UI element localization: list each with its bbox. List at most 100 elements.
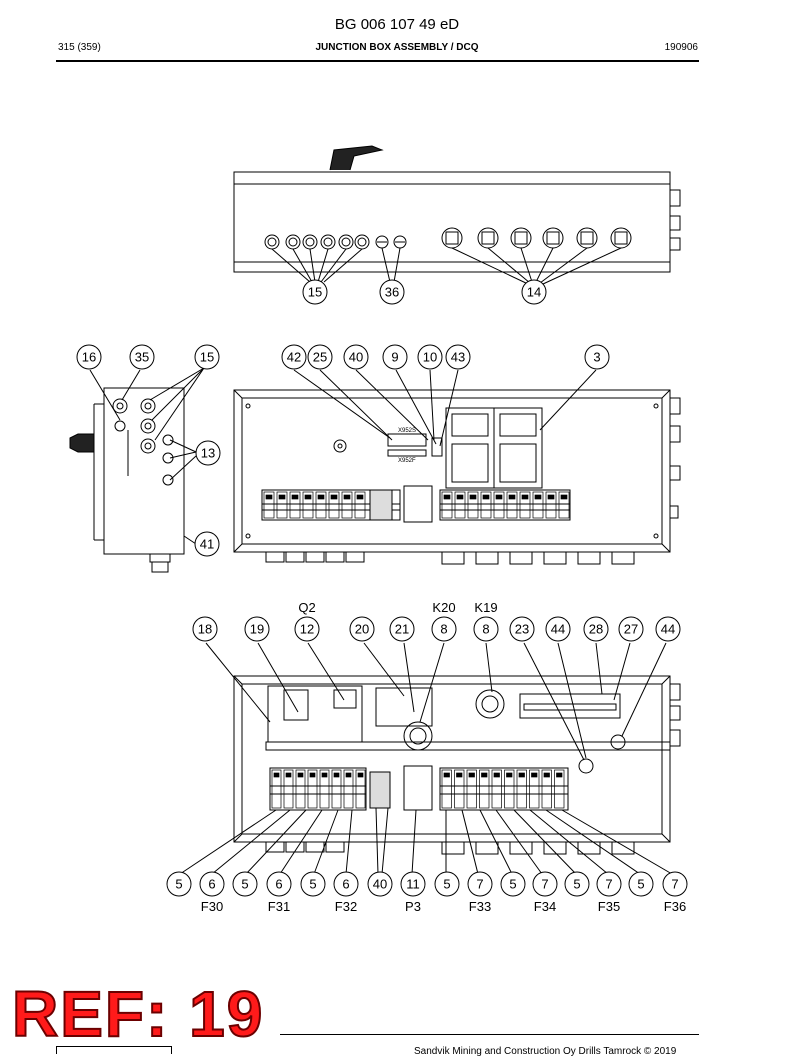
header-rule [56, 60, 699, 62]
callout-number: 6 [208, 877, 215, 892]
breaker-lever [309, 772, 316, 778]
breaker-lever [469, 494, 477, 500]
callout-number: 27 [624, 622, 638, 637]
front-view-upper [233, 369, 681, 565]
breaker-lever [330, 494, 338, 500]
breaker-lever [321, 772, 328, 778]
callout-number: 5 [443, 877, 450, 892]
breaker-slot [289, 491, 301, 519]
breaker-lever [265, 494, 273, 500]
breaker-lever [543, 772, 550, 778]
callout-bubble: 19 [244, 616, 270, 642]
callout-number: 40 [349, 350, 363, 365]
callout-number: 41 [200, 537, 214, 552]
callout-number: 21 [395, 622, 409, 637]
breaker-slot [491, 769, 502, 809]
callout-caption: Q2 [298, 600, 315, 615]
upper-fuse-row-right [439, 489, 571, 521]
callout-number: 5 [241, 877, 248, 892]
leader-lines-view1 [271, 247, 622, 285]
breaker-slot [454, 769, 465, 809]
callout-bubble: 11 [400, 871, 426, 897]
callout-number: 11 [406, 877, 420, 892]
breaker-slot [302, 491, 314, 519]
breaker-slot [506, 491, 518, 519]
breaker-slot [532, 491, 544, 519]
callout-number: 6 [342, 877, 349, 892]
callout-bubble: 28 [583, 616, 609, 642]
callout-number: 18 [198, 622, 212, 637]
callout-number: 7 [605, 877, 612, 892]
callout-bubble: 27 [618, 616, 644, 642]
callout-bubble: 7 [532, 871, 558, 897]
callout-number: 13 [201, 446, 215, 461]
callout-bubble: 6 [333, 871, 359, 897]
breaker-slot [454, 491, 466, 519]
callout-bubble: 9 [382, 344, 408, 370]
breaker-lever [560, 494, 568, 500]
breaker-slot [493, 491, 505, 519]
callout-bubble: 44 [655, 616, 681, 642]
callout-bubble: 14 [521, 279, 547, 305]
breaker-slot [441, 491, 453, 519]
callout-bubble: 16 [76, 344, 102, 370]
connector-x952s [387, 433, 427, 447]
breaker-lever [304, 494, 312, 500]
breaker-lever [285, 772, 292, 778]
breaker-slot [283, 769, 294, 809]
breaker-lever [521, 494, 529, 500]
breaker-slot [276, 491, 288, 519]
breaker-lever [357, 772, 364, 778]
callout-number: 8 [482, 622, 489, 637]
breaker-slot [343, 769, 354, 809]
callout-number: 7 [671, 877, 678, 892]
callout-bubble: 35 [129, 344, 155, 370]
breaker-lever [495, 494, 503, 500]
breaker-lever [356, 494, 364, 500]
breaker-lever [343, 494, 351, 500]
callout-caption: F33 [469, 899, 491, 914]
breaker-lever [333, 772, 340, 778]
wiring-duct [265, 741, 671, 751]
callout-bubble: 7 [662, 871, 688, 897]
breaker-slot [480, 491, 492, 519]
callout-number: 8 [440, 622, 447, 637]
callout-bubble: 13 [195, 440, 221, 466]
callout-caption: P3 [405, 899, 421, 914]
breaker-lever [518, 772, 525, 778]
page-number: 315 (359) [58, 42, 101, 53]
label-x952f: X952F [398, 458, 416, 464]
top-view [233, 145, 681, 285]
top-view-lid [233, 171, 671, 185]
breaker-lever [273, 772, 280, 778]
breaker-slot [315, 491, 327, 519]
lower-fuse-row-left [269, 767, 367, 811]
callout-bubble: 7 [596, 871, 622, 897]
callout-bubble: 25 [307, 344, 333, 370]
breaker-lever [493, 772, 500, 778]
breaker-lever [317, 494, 325, 500]
breaker-slot [519, 491, 531, 519]
label-x952s: X952S [398, 428, 416, 434]
callout-number: 10 [423, 350, 437, 365]
breaker-lever [278, 494, 286, 500]
callout-bubble: 6 [266, 871, 292, 897]
breaker-lever [506, 772, 513, 778]
side-view-box [103, 387, 185, 555]
breaker-slot [529, 769, 540, 809]
breaker-lever [345, 772, 352, 778]
callout-caption: F35 [598, 899, 620, 914]
callout-number: 5 [573, 877, 580, 892]
callout-bubble: 23 [509, 616, 535, 642]
breaker-slot [479, 769, 490, 809]
callout-bubble: 42 [281, 344, 307, 370]
power-supply [375, 687, 433, 727]
callout-number: 42 [287, 350, 301, 365]
callout-bubble: 18 [192, 616, 218, 642]
breaker-slot [295, 769, 306, 809]
callout-bubble: 41 [194, 531, 220, 557]
breaker-slot [545, 491, 557, 519]
breaker-slot [467, 491, 479, 519]
upper-bottom-glands [265, 551, 635, 565]
